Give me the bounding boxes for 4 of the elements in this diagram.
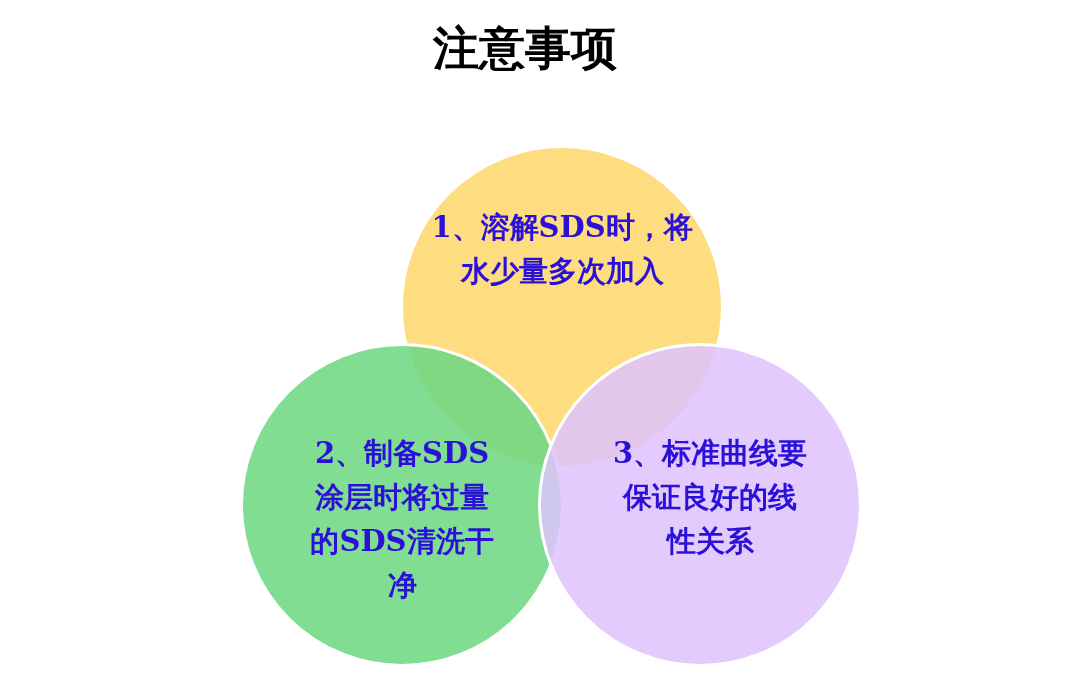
circle-text: 1、溶解SDS时，将水少量多次加入 bbox=[430, 209, 694, 290]
circle-text: 3、标准曲线要保证良好的线性关系 bbox=[611, 435, 809, 560]
title: 注意事项 bbox=[432, 20, 618, 77]
circle-text: 2、制备SDS涂层时将过量的SDS清洗干净 bbox=[309, 435, 495, 604]
